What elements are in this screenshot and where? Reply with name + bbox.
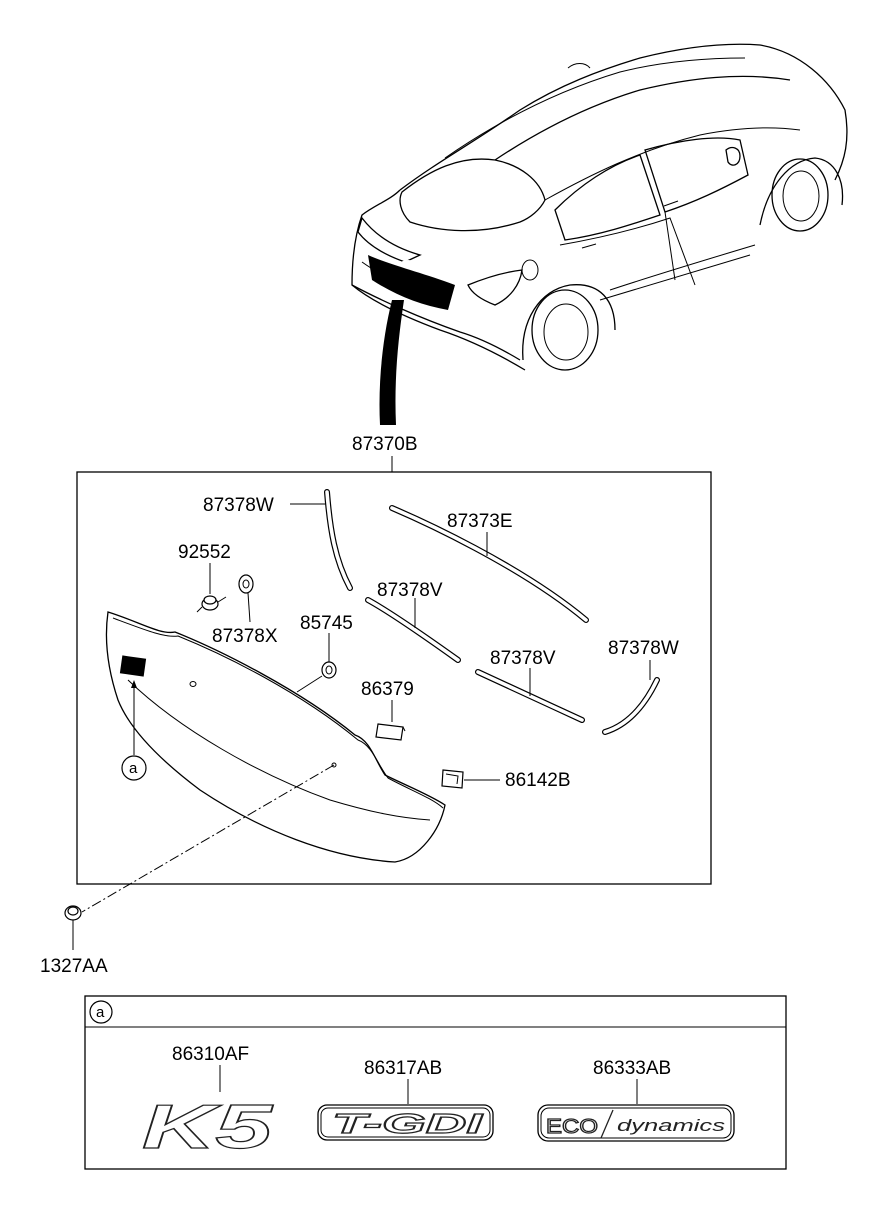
label-87378X: 87378X (212, 626, 278, 647)
detail-box (84, 995, 787, 1170)
part-87378V-right (475, 668, 585, 723)
label-1327AA: 1327AA (40, 956, 108, 977)
label-87378V-left: 87378V (377, 580, 443, 601)
label-87370B: 87370B (352, 434, 418, 455)
part-87373E (389, 505, 589, 623)
label-86379: 86379 (361, 679, 414, 700)
emblem-mount-spot (119, 655, 147, 677)
leader-arrow (379, 300, 404, 425)
label-86310AF: 86310AF (172, 1044, 249, 1065)
nut-leader-line (81, 764, 335, 913)
part-86142B-clip (441, 769, 500, 789)
part-87378W-right (602, 660, 660, 735)
label-86142B: 86142B (505, 770, 571, 791)
label-85745: 85745 (300, 613, 353, 634)
emblem-tgdi: T-GDI (317, 1104, 494, 1141)
part-87378V-left (365, 597, 461, 663)
callout-marker-a: a (121, 680, 147, 781)
car-illustration (351, 43, 848, 425)
part-92552-clip (196, 563, 227, 613)
label-86317AB: 86317AB (364, 1058, 442, 1079)
part-85745-grommet (296, 633, 337, 693)
emblem-dynamics-text: dynamics (617, 1116, 726, 1135)
part-87378W-left (290, 489, 353, 591)
label-87373E: 87373E (447, 511, 513, 532)
trunk-garnish-highlight (368, 255, 455, 310)
part-87378X-washer (238, 574, 254, 623)
emblem-eco-text: ECO (546, 1116, 598, 1138)
svg-text:a: a (96, 1004, 105, 1021)
label-87378V-right: 87378V (490, 648, 556, 669)
trunk-garnish-panel (105, 611, 446, 863)
emblem-tgdi-text: T-GDI (332, 1108, 484, 1139)
label-87378W-right: 87378W (608, 638, 679, 659)
emblem-eco-dynamics: ECO dynamics (537, 1104, 735, 1142)
svg-text:a: a (129, 760, 138, 777)
part-1327AA-nut (64, 905, 82, 950)
label-92552: 92552 (178, 542, 231, 563)
assembly-box (76, 471, 712, 885)
detail-marker-a: a (89, 1000, 113, 1024)
label-86333AB: 86333AB (593, 1058, 671, 1079)
emblem-k5: K5 (141, 1092, 275, 1162)
part-86379-pad (375, 700, 406, 741)
emblem-k5-text: K5 (142, 1093, 274, 1162)
label-87378W-left: 87378W (203, 495, 274, 516)
